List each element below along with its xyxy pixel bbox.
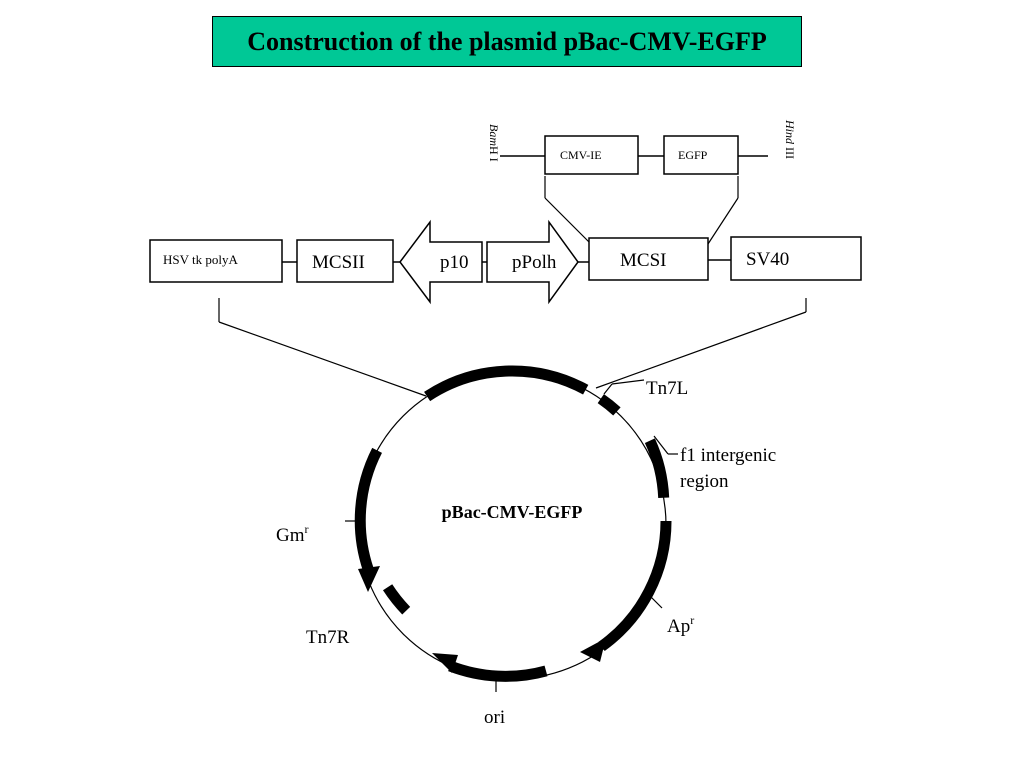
f1-segment <box>644 438 670 499</box>
tn7r-label: Tn7R <box>306 627 350 648</box>
ampr-label: Apr <box>667 613 694 637</box>
gmr-label: Gmr <box>276 522 309 546</box>
gmr-segment <box>354 447 383 572</box>
mcsi-label: MCSI <box>620 250 666 271</box>
gmr-sup: r <box>305 522 309 536</box>
sv40-label: SV40 <box>746 249 789 270</box>
hsv-tk-polya-box <box>149 239 283 283</box>
cmv-ie-label: CMV-IE <box>560 148 602 162</box>
f1-label-line2: region <box>680 471 729 492</box>
egfp-box <box>663 135 739 175</box>
tn7l-segment <box>597 394 621 416</box>
cassette-segment <box>424 365 589 402</box>
p10-label: p10 <box>440 252 469 273</box>
mcsii-box <box>296 239 394 283</box>
bamhi-italic: Bam <box>487 124 501 146</box>
egfp-label: EGFP <box>678 148 708 162</box>
tn7l-label: Tn7L <box>646 378 688 399</box>
ampr-segment <box>598 520 672 651</box>
ppolh-label: pPolh <box>512 252 557 273</box>
ori-arrowhead <box>432 653 458 673</box>
expression-cassette: HSV tk polyA MCSII p10 pPolh MCSI SV40 <box>149 219 862 397</box>
tn7r-segment <box>382 584 411 615</box>
gmr-arrowhead <box>358 566 380 592</box>
gmr-text: Gm <box>276 525 305 546</box>
hindiii-site-label: Hind III <box>783 119 797 159</box>
page-title: Construction of the plasmid pBac-CMV-EGF… <box>212 16 802 67</box>
plasmid-name: pBac-CMV-EGFP <box>442 502 583 522</box>
insert-fragment: CMV-IE EGFP BamH I Hind III <box>487 119 797 245</box>
bamhi-roman: H I <box>487 146 501 162</box>
ampr-text: Ap <box>667 616 690 637</box>
cmv-ie-box <box>544 135 639 175</box>
f1-label-line1: f1 intergenic <box>680 445 776 466</box>
ori-segment <box>448 660 548 682</box>
ampr-sup: r <box>690 613 694 627</box>
ori-label: ori <box>484 707 505 728</box>
hindiii-italic: Hind <box>783 119 797 145</box>
hindiii-roman: III <box>783 144 797 159</box>
hsv-tk-polya-label: HSV tk polyA <box>163 252 238 267</box>
sv40-box <box>730 236 862 281</box>
mcsi-box <box>588 237 709 281</box>
ampr-arrowhead <box>580 638 606 662</box>
plasmid-map: pBac-CMV-EGFP Tn7L f1 intergenic region … <box>276 365 776 728</box>
mcsii-label: MCSII <box>312 252 365 273</box>
ppolh-promoter-arrow <box>486 219 579 305</box>
bamhi-site-label: BamH I <box>487 124 501 162</box>
